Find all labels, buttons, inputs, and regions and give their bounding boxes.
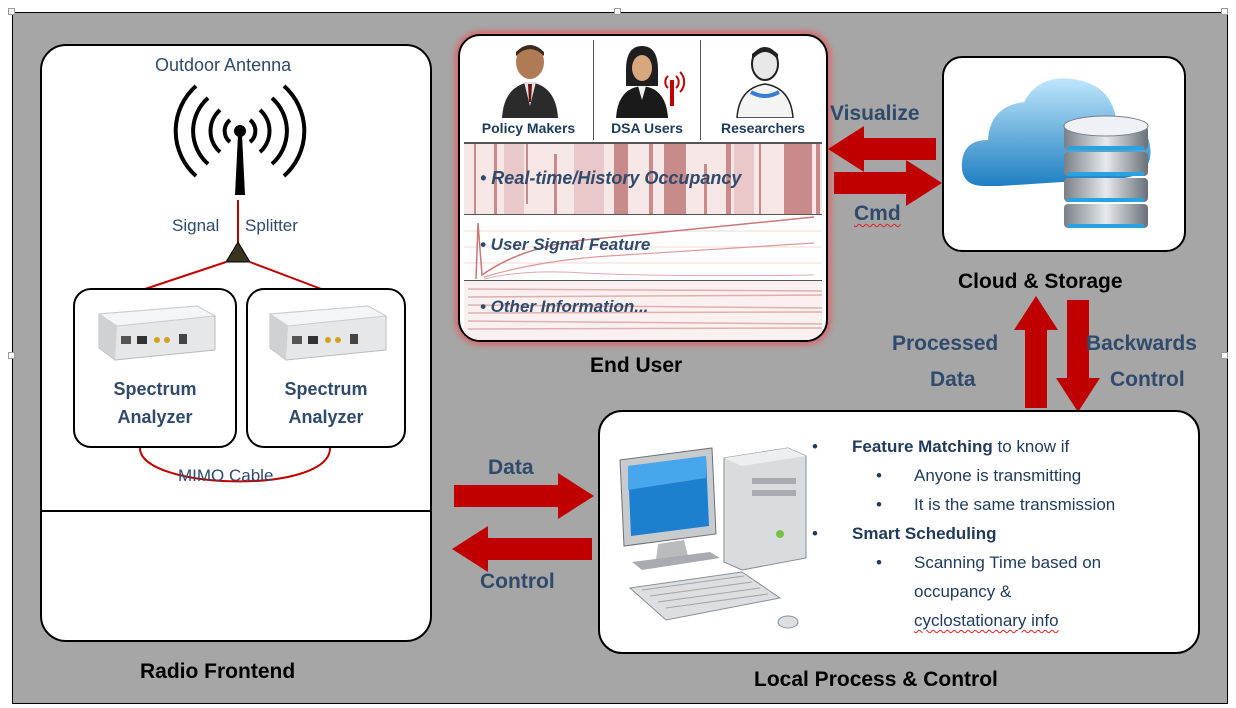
user-researchers: Researchers: [701, 40, 825, 140]
item-text: occupancy &: [914, 582, 1012, 601]
spectrum-analyzer-1: Spectrum Analyzer: [73, 288, 237, 448]
woman-with-signal-icon: [616, 46, 686, 118]
item-text: It is the same transmission: [914, 495, 1116, 514]
backwards-control-arrow: [1056, 300, 1100, 412]
analyzer-1-label-line2: Analyzer: [117, 407, 193, 427]
backwards-label: Backwards: [1086, 332, 1197, 355]
occupancy-label: • Real-time/History Occupancy: [480, 168, 742, 188]
data-label-vertical: Data: [930, 368, 976, 391]
dsa-users-label: DSA Users: [611, 120, 683, 136]
local-process-title: Local Process & Control: [754, 668, 998, 691]
signal-feature-plot: [464, 215, 822, 280]
researcher-icon: [736, 47, 794, 118]
item-text: Scanning Time based on: [914, 553, 1102, 572]
resize-handle-top-left[interactable]: [8, 8, 15, 15]
user-policy-makers: Policy Makers: [464, 40, 594, 140]
smart-scheduling-term: Smart Scheduling: [852, 524, 997, 543]
data-arrow: [454, 473, 594, 519]
local-process-list: • Feature Matching to know if • Anyone is …: [812, 432, 1115, 635]
signal-label: Signal: [172, 216, 220, 235]
list-item: • Feature Matching to know if: [812, 432, 1069, 461]
occupancy-waterfall-graphic: [464, 144, 822, 214]
analyzer-device-icon: [268, 305, 388, 361]
outdoor-antenna-label: Outdoor Antenna: [155, 55, 292, 75]
analyzer-2-label-line1: Spectrum: [284, 379, 368, 399]
businessman-icon: [502, 45, 558, 118]
cmd-label: Cmd: [854, 202, 901, 226]
end-user-title: End User: [590, 354, 683, 377]
bullet: •: [876, 495, 882, 514]
cmd-arrow: [834, 160, 942, 206]
bullet: •: [812, 437, 818, 456]
visualize-arrow: [828, 126, 936, 172]
list-item: • It is the same transmission: [876, 490, 1133, 519]
resize-handle-middle-left[interactable]: [8, 352, 15, 359]
radio-frontend-title: Radio Frontend: [140, 660, 296, 683]
list-item-continuation: cyclostationary info: [914, 606, 1171, 635]
list-item-continuation: occupancy &: [914, 577, 1171, 606]
control-arrow: [452, 526, 592, 572]
analyzer-1-label-line1: Spectrum: [113, 379, 197, 399]
other-info-graphic: [464, 281, 822, 340]
analyzer-2-label-line2: Analyzer: [288, 407, 364, 427]
policy-makers-label: Policy Makers: [481, 120, 576, 136]
list-item: • Scanning Time based on: [876, 548, 1133, 577]
signal-feature-band: • User Signal Feature: [464, 214, 822, 280]
cloud-database-icon: [961, 78, 1151, 228]
splitter-label: Splitter: [245, 216, 298, 235]
user-dsa-users: DSA Users: [594, 40, 701, 140]
item-text: Anyone is transmitting: [914, 466, 1082, 485]
analyzer-device-icon: [97, 305, 217, 361]
researchers-label: Researchers: [720, 120, 806, 136]
mimo-cable-label: MIMO Cable: [178, 466, 274, 485]
cmd-text: Cmd: [854, 202, 901, 225]
resize-handle-top-right[interactable]: [1221, 8, 1228, 15]
bullet: •: [876, 553, 882, 572]
end-user-box: Policy Makers DSA Users Research: [458, 34, 828, 342]
visualize-label: Visualize: [830, 102, 920, 125]
cloud-storage-title: Cloud & Storage: [958, 270, 1123, 293]
signal-feature-label: • User Signal Feature: [480, 235, 651, 254]
list-item: • Anyone is transmitting: [876, 461, 1133, 490]
control-label-vertical: Control: [1110, 368, 1185, 391]
list-item: • Smart Scheduling: [812, 519, 1069, 548]
other-info-band: • Other Information...: [464, 280, 822, 340]
bullet: •: [812, 524, 818, 543]
occupancy-band: • Real-time/History Occupancy: [464, 142, 822, 214]
processed-label: Processed: [892, 332, 999, 355]
control-label: Control: [480, 570, 555, 593]
resize-handle-top-center[interactable]: [614, 8, 621, 15]
processed-data-arrow: [1014, 296, 1058, 408]
feature-matching-term: Feature Matching: [852, 437, 993, 456]
bullet: •: [876, 466, 882, 485]
splitter-lines: [139, 200, 331, 483]
resize-handle-middle-right[interactable]: [1221, 352, 1228, 359]
feature-matching-text: to know if: [992, 437, 1070, 456]
item-text: cyclostationary info: [914, 611, 1059, 630]
desktop-computer-icon: [619, 447, 807, 629]
antenna-icon: [173, 84, 307, 195]
spectrum-analyzer-2: Spectrum Analyzer: [246, 288, 406, 448]
radio-frontend-divider: [42, 510, 430, 512]
other-info-label: • Other Information...: [480, 297, 649, 316]
data-label: Data: [488, 456, 534, 479]
